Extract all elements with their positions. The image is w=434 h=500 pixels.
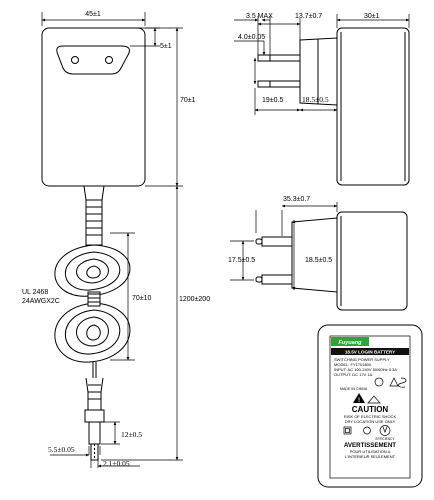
label-line4: OUTPUT: DC 17V 1A <box>334 372 373 377</box>
side-view <box>257 27 410 186</box>
top-pins <box>255 236 293 285</box>
dim-cable-length: 1200±200 <box>179 296 210 303</box>
plug-slot <box>56 45 130 75</box>
indoor-use-icon <box>367 395 381 404</box>
svg-text:!: ! <box>358 398 360 404</box>
label-caution-line2: DRY LOCATION USE ONLY <box>345 419 396 424</box>
dim-side-pin-dia: 4.0±0.05 <box>238 34 265 41</box>
label-avert-line1: POUR UTILISATION A <box>350 449 391 454</box>
dim-slot-offset: 5±1 <box>160 43 172 50</box>
label-title: 18.5V LOGIN BATTERY <box>345 350 395 355</box>
side-pin <box>257 54 301 88</box>
cable-spec: UL 2468 24AWGX2C <box>22 289 60 305</box>
strain-relief <box>83 185 105 246</box>
dim-top-pin-right: 18.5±0.5 <box>305 257 332 264</box>
top-body <box>336 211 408 311</box>
top-view <box>255 211 408 311</box>
dim-coil-height: 70±10 <box>132 295 152 302</box>
dim-side-depth: 30±1 <box>364 13 380 20</box>
front-view <box>41 27 146 461</box>
warning-triangle-icon: ! <box>353 393 365 404</box>
adapter-front-body <box>41 27 146 187</box>
cable-spec-line2: 24AWGX2C <box>22 298 60 305</box>
dim-plug-outer: 5.5±0.05 <box>48 445 75 454</box>
top-dimensions <box>230 202 338 291</box>
dc-plug <box>84 377 105 461</box>
side-dimensions <box>234 14 410 115</box>
label-avert-line2: L'INTERIEUR SEULEMENT <box>345 454 396 459</box>
front-dimension-labels: 45±1 5±1 70±1 70±10 1200±200 12±0.5 5.5±… <box>48 11 210 468</box>
label-caution-line1: RISK OF ELECTRIC SHOCK <box>344 414 397 419</box>
label-line2: MODEL: FY1701800 <box>334 362 372 367</box>
top-plug-base <box>291 217 338 293</box>
side-dimension-labels: 3.5 MAX 13.7±0.7 4.0±0.05 19±0.5 18.5±0.… <box>238 13 380 104</box>
label-line3: INPUT: AC 100-240V 50/60Hz 0.3A <box>334 367 397 372</box>
side-body <box>336 27 410 186</box>
cable-spec-line1: UL 2468 <box>22 289 48 296</box>
certification-marks <box>374 377 407 388</box>
label-brand-bar <box>331 337 369 346</box>
front-dimensions <box>41 12 183 468</box>
label-title-bar <box>331 348 409 355</box>
dim-front-width: 45±1 <box>85 11 101 18</box>
compliance-icons <box>343 425 391 436</box>
dim-side-pin-len: 13.7±0.7 <box>295 13 322 20</box>
coiled-cable <box>54 244 131 378</box>
label-caution: CAUTION <box>352 405 389 414</box>
label-line5: MADE IN CHINA <box>340 387 368 391</box>
label-efficiency: EFFICIENCY <box>376 437 396 441</box>
dim-side-base: 18.5±0.5 <box>302 95 329 104</box>
dim-body-height: 70±1 <box>180 97 196 104</box>
dim-side-pin-pitch: 19±0.5 <box>262 97 283 104</box>
label-brand: Fuyuang <box>339 340 363 346</box>
dim-plug-inner: 2.1±0.05 <box>103 459 130 468</box>
top-dimension-labels: 35.3±0.7 17.5±0.5 18.5±0.5 <box>228 196 332 264</box>
label-avertissement: AVERTISSEMENT <box>344 442 396 449</box>
dim-plug-length: 12±0.5 <box>121 430 142 439</box>
rating-label: Fuyuang 18.5V LOGIN BATTERY SWITCHING PO… <box>317 324 423 488</box>
dim-top-offset: 35.3±0.7 <box>283 196 310 203</box>
label-line1: SWITCHING POWER SUPPLY <box>334 357 390 362</box>
dim-top-pin-left: 17.5±0.5 <box>228 257 255 264</box>
dim-side-pin-max: 3.5 MAX <box>246 13 273 20</box>
